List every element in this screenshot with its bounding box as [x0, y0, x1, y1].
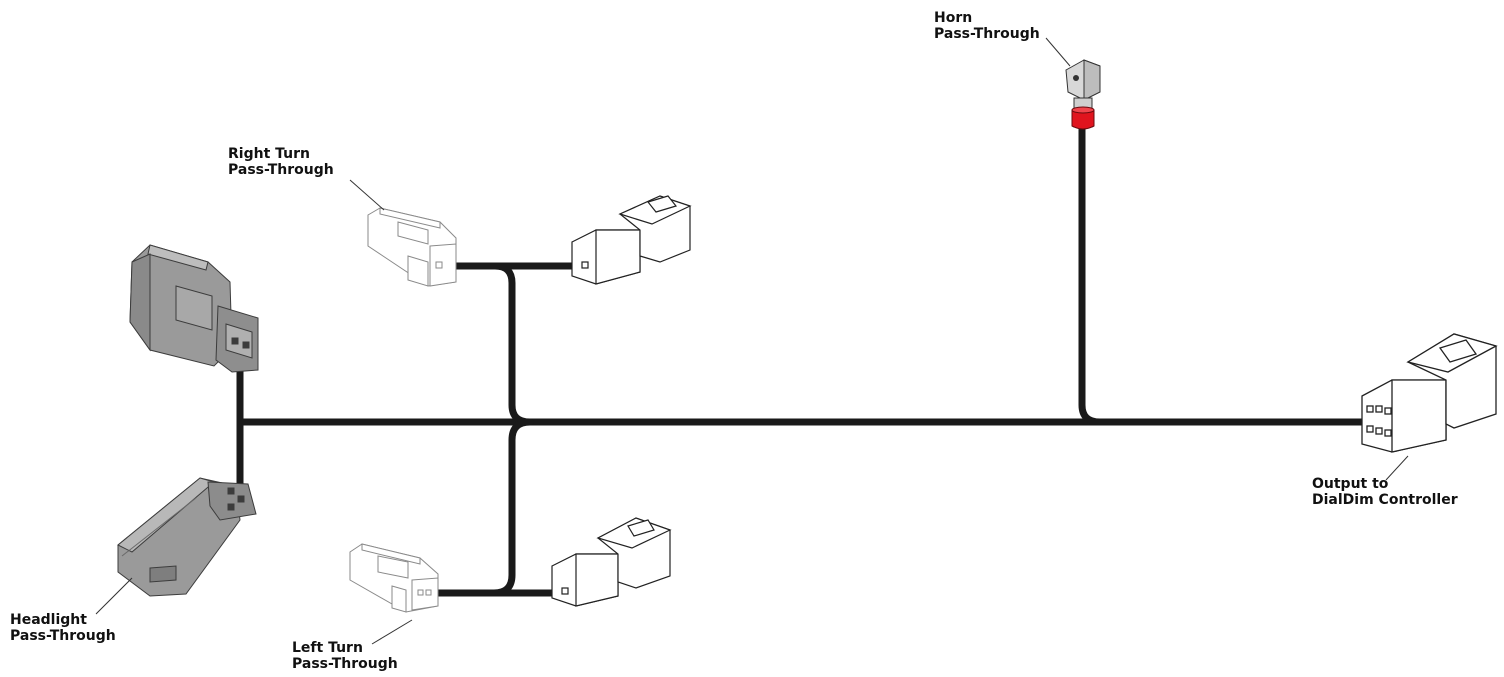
horn-label-line2: Pass-Through — [934, 26, 1040, 42]
left-turn-label: Left Turn Pass-Through — [292, 640, 398, 672]
horn-terminal — [1065, 59, 1101, 130]
headlight-label: Headlight Pass-Through — [10, 612, 116, 644]
right-turn-label-line2: Pass-Through — [228, 162, 334, 178]
output-label-line2: DialDim Controller — [1312, 492, 1458, 508]
headlight-connector-bottom — [117, 477, 257, 597]
left-turn-connector — [349, 543, 439, 613]
left-turn-label-line2: Pass-Through — [292, 656, 398, 672]
leader-lines — [95, 37, 1409, 645]
headlight-label-line2: Pass-Through — [10, 628, 116, 644]
right-turn-label: Right Turn Pass-Through — [228, 146, 334, 178]
headlight-leader-line — [95, 577, 133, 615]
left-turn-label-line1: Left Turn — [292, 640, 363, 656]
headlight-connector-top — [129, 244, 259, 373]
right-turn-output-plug — [571, 195, 692, 285]
horn-wire — [1078, 124, 1104, 426]
right-turn-wire — [444, 262, 534, 426]
horn-leader-line — [1045, 37, 1071, 67]
output-label-line1: Output to — [1312, 476, 1389, 492]
wire-harness — [236, 124, 1389, 597]
output-leader-line — [1385, 455, 1409, 481]
left-turn-wire — [426, 418, 534, 597]
headlight-label-line1: Headlight — [10, 612, 87, 628]
right-turn-connector — [367, 207, 457, 287]
right-turn-label-line1: Right Turn — [228, 146, 310, 162]
left-turn-leader-line — [371, 619, 413, 645]
output-label: Output to DialDim Controller — [1312, 476, 1458, 508]
horn-label-line1: Horn — [934, 10, 973, 26]
right-turn-leader-line — [349, 179, 385, 211]
left-turn-output-plug — [551, 517, 672, 607]
horn-label: Horn Pass-Through — [934, 10, 1040, 42]
output-connector — [1361, 333, 1498, 453]
